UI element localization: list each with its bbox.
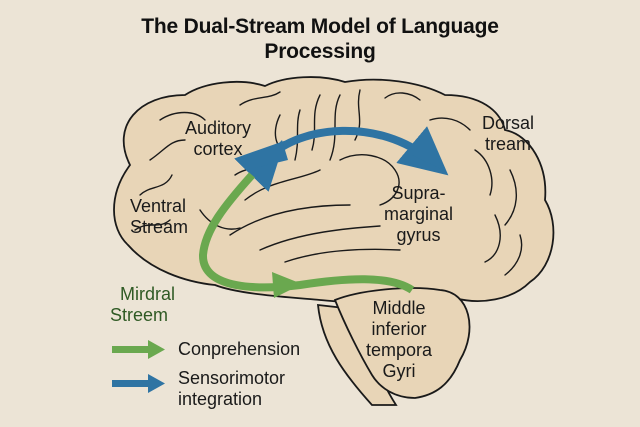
legend-sensorimotor-arrow [112, 374, 165, 393]
label-dorsal-stream: Dorsal tream [482, 113, 534, 155]
label-line: Streem [110, 305, 169, 325]
label-line: Stream [130, 217, 189, 237]
label-supramarginal-gyrus: Supra- marginal gyrus [384, 183, 453, 246]
title-line-1: The Dual-Stream Model of Language [141, 15, 499, 38]
label-mirdral-stream: Mirdral Streem [110, 284, 175, 326]
legend-item-comprehension: Conprehension [178, 339, 300, 360]
label-line: Gyri [382, 361, 416, 381]
dorsal-arrowhead-left [255, 140, 288, 168]
label-line: marginal [384, 204, 454, 224]
label-line: inferior [371, 319, 427, 339]
legend-label: Conprehension [178, 339, 301, 359]
legend-item-sensorimotor: Sensorimotor integration [178, 368, 285, 410]
label-auditory-cortex: Auditory cortex [185, 118, 251, 160]
legend-label-line: Sensorimotor [178, 368, 286, 388]
label-line: cortex [193, 139, 243, 159]
label-line: gyrus [396, 225, 441, 245]
label-line: Ventral [130, 196, 187, 216]
label-line: tream [485, 134, 532, 154]
label-line: Dorsal [482, 113, 535, 133]
title-line-2: Processing [264, 40, 376, 63]
label-line: Middle [372, 298, 426, 318]
label-line: Supra- [391, 183, 446, 203]
diagram-title: The Dual-Stream Model of Language Proces… [0, 14, 640, 64]
ventral-stream-arrow [198, 172, 415, 294]
label-middle-inferior-temporal-gyri: Middle inferior tempora Gyri [366, 298, 432, 382]
legend-label: Sensorimotor integration [178, 368, 285, 410]
label-line: tempora [366, 340, 433, 360]
legend-comprehension-arrow [112, 340, 165, 359]
dorsal-arrowhead-right [412, 140, 443, 170]
ventral-arrowhead-mid [272, 272, 302, 298]
legend-label-line: integration [178, 389, 263, 409]
label-line: Auditory [185, 118, 252, 138]
cerebrum-outline [113, 76, 555, 308]
temporal-lobe-outline [333, 287, 471, 399]
label-line: Mirdral [120, 284, 176, 304]
label-ventral-stream: Ventral Stream [130, 196, 188, 238]
